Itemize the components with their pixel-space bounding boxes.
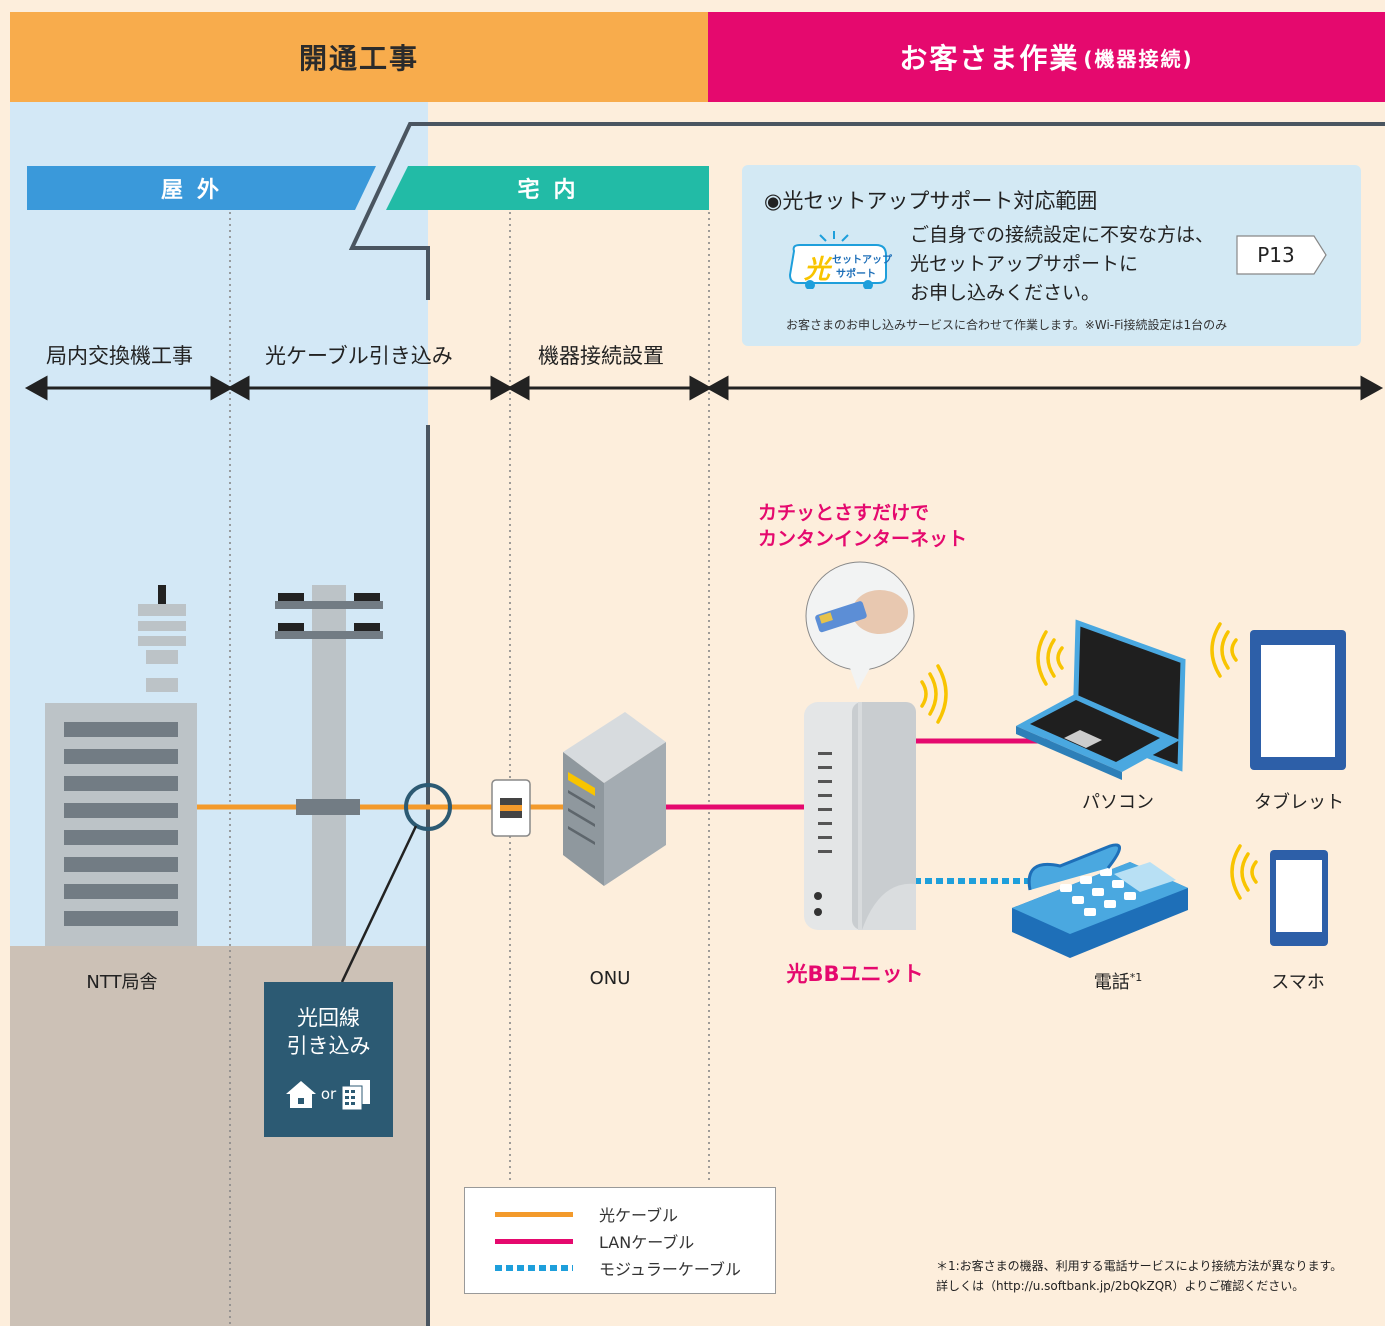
smartphone-device [1270, 850, 1328, 946]
label-tablet: タブレット [1254, 792, 1344, 813]
unit-wifi-waves [920, 664, 948, 724]
legend-modular: モジュラーケーブル [495, 1257, 741, 1279]
footnote: ＊1:お客さまの機器、利用する電話サービスにより接続方法が異なります。 詳しくは… [936, 1256, 1342, 1296]
house-icon [285, 1081, 316, 1108]
label-onu: ONU [589, 968, 631, 989]
indoor-band [386, 166, 709, 210]
legend-lan: LANケーブル [495, 1230, 694, 1252]
support-body: ご自身での接続設定に不安な方は、 光セットアップサポートに お申し込みください。 [910, 221, 1214, 308]
laptop-device [1016, 619, 1186, 780]
callout-line-2: カンタンインターネット [758, 528, 968, 550]
support-body-line: お申し込みください。 [910, 282, 1101, 304]
smartphone-wifi-waves [1230, 844, 1258, 900]
label-phone: 電話*1 [1068, 968, 1168, 994]
optical-outlet [491, 779, 531, 837]
cable-closure [296, 799, 360, 815]
hikari-bb-unit [804, 702, 916, 930]
header-construction-title: 開通工事 [298, 42, 419, 75]
entry-point-circle [404, 783, 452, 831]
cable-legend: 光ケーブル LANケーブル モジュラーケーブル [464, 1187, 776, 1294]
support-logo-small-2: サポート [836, 269, 876, 280]
callout-line-1: カチッとさすだけで [758, 502, 930, 524]
line-pullin-text-1: 光回線 [297, 1006, 360, 1030]
utility-pole [275, 585, 383, 946]
label-phone-mark: *1 [1129, 971, 1143, 984]
footnote-line-1: ＊1:お客さまの機器、利用する電話サービスにより接続方法が異なります。 [936, 1259, 1343, 1273]
footnote-line-2: 詳しくは（http://u.softbank.jp/2bQkZQR）よりご確認く… [936, 1279, 1305, 1293]
legend-fiber: 光ケーブル [495, 1203, 678, 1225]
callout-text: カチッとさすだけで カンタンインターネット [758, 500, 967, 552]
house-outline [348, 122, 1385, 300]
stage-device-setup: 機器接続設置 [538, 344, 664, 368]
page-ref-label: P13 [1257, 243, 1295, 267]
label-ntt: NTT局舎 [86, 972, 158, 993]
label-phone-text: 電話 [1093, 972, 1130, 993]
header-customer-work: お客さま作業(機器接続) [708, 12, 1385, 102]
or-text: or [320, 1085, 337, 1103]
support-logo-small-1: セットアップ [832, 255, 892, 266]
label-smartphone: スマホ [1271, 972, 1325, 993]
support-logo-big: 光 [804, 255, 831, 285]
support-logo: 光 セットアップ サポート [786, 231, 892, 293]
label-pc: パソコン [1082, 792, 1154, 813]
stage-arrows [24, 375, 1384, 401]
header-customer-subtitle: (機器接続) [1083, 46, 1194, 71]
outdoor-band [27, 166, 376, 210]
support-body-line: ご自身での接続設定に不安な方は、 [910, 224, 1215, 246]
pc-wifi-waves [1036, 630, 1064, 686]
line-pullin-text-2: 引き込み [286, 1034, 371, 1058]
connector-callout [805, 561, 915, 690]
support-title: ◉光セットアップサポート対応範囲 [764, 189, 1098, 213]
support-body-line: 光セットアップサポートに [910, 253, 1139, 275]
apartment-icon [341, 1080, 371, 1110]
zone-outdoor-label: 屋外 [160, 178, 233, 203]
page-ref-tag[interactable]: P13 [1236, 235, 1328, 275]
support-note: お客さまのお申し込みサービスに合わせて作業します。※Wi-Fi接続設定は1台のみ [786, 318, 1228, 332]
ntt-building [45, 585, 197, 946]
zone-indoor-label: 宅内 [517, 178, 590, 203]
stage-exchange-work: 局内交換機工事 [46, 344, 193, 368]
building-icons: or [264, 1078, 393, 1110]
setup-support-panel: ◉光セットアップサポート対応範囲 光 セットアップ サポート ご自身での接続設定… [742, 165, 1361, 346]
stage-fiber-pullin: 光ケーブル引き込み [265, 344, 453, 368]
tablet-wifi-waves [1210, 622, 1238, 678]
telephone-device [1012, 843, 1188, 958]
onu-device [563, 712, 666, 886]
tablet-device [1250, 630, 1346, 770]
line-pullin-box: 光回線 引き込み or [264, 982, 393, 1137]
entry-callout-line [340, 825, 418, 983]
header-construction: 開通工事 [10, 12, 708, 102]
label-unit: 光BBユニット [786, 962, 924, 986]
header-customer-title: お客さま作業 [899, 42, 1080, 75]
